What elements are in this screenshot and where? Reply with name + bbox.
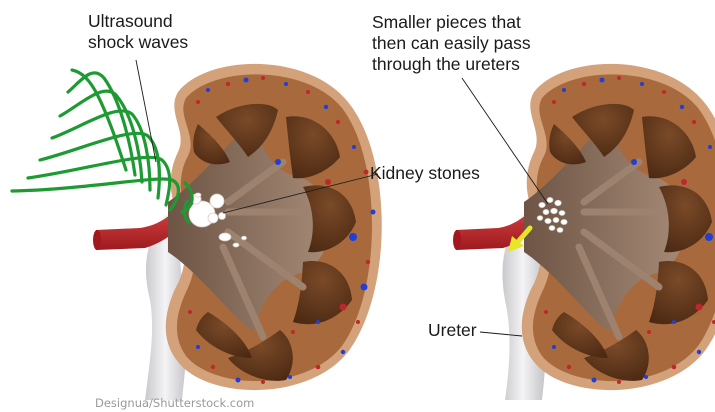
smaller-pieces-line2: then can easily pass [372, 33, 531, 54]
smaller-pieces-line1: Smaller pieces that [372, 12, 531, 33]
left-kidney-group [93, 64, 382, 400]
right-kidney-group [453, 64, 715, 400]
kidney-stones-label: Kidney stones [370, 163, 480, 184]
ultrasound-label-line2: shock waves [88, 32, 188, 53]
image-credit: Designua/Shutterstock.com [95, 396, 254, 410]
ureter-label: Ureter [428, 320, 477, 341]
ultrasound-label-line1: Ultrasound [88, 11, 188, 32]
smaller-pieces-label: Smaller pieces that then can easily pass… [372, 12, 531, 75]
ultrasound-label: Ultrasound shock waves [88, 11, 188, 53]
left-kidney [166, 64, 382, 390]
smaller-pieces-line3: through the ureters [372, 54, 531, 75]
shock-waves-icon [12, 70, 192, 212]
